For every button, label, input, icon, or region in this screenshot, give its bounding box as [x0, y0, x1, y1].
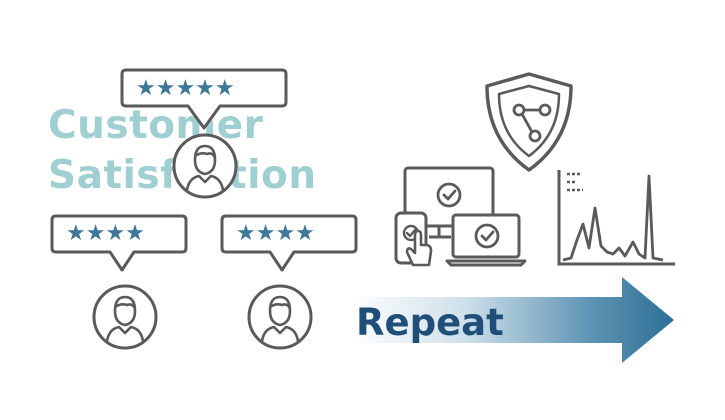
review-bubble-top: ★★★★★ — [120, 68, 288, 133]
speech-bubble-icon — [50, 214, 188, 272]
repeat-label: Repeat — [356, 301, 504, 344]
line-chart-icon — [557, 170, 675, 266]
speech-bubble-icon — [220, 214, 358, 272]
star-rating: ★★★★ — [66, 221, 145, 246]
user-avatar-icon — [92, 284, 158, 350]
devices-check-icon — [394, 166, 527, 267]
user-avatar-icon — [172, 133, 238, 199]
shield-network-icon — [485, 72, 573, 172]
star-rating: ★★★★★ — [136, 76, 235, 101]
star-rating: ★★★★ — [236, 221, 315, 246]
user-avatar-icon — [247, 284, 313, 350]
review-bubble-right: ★★★★ — [220, 214, 360, 274]
headline-line-1: Customer — [48, 103, 264, 148]
speech-bubble-icon — [120, 68, 288, 130]
arrow-right-icon — [350, 277, 674, 363]
review-bubble-left: ★★★★ — [50, 214, 190, 274]
